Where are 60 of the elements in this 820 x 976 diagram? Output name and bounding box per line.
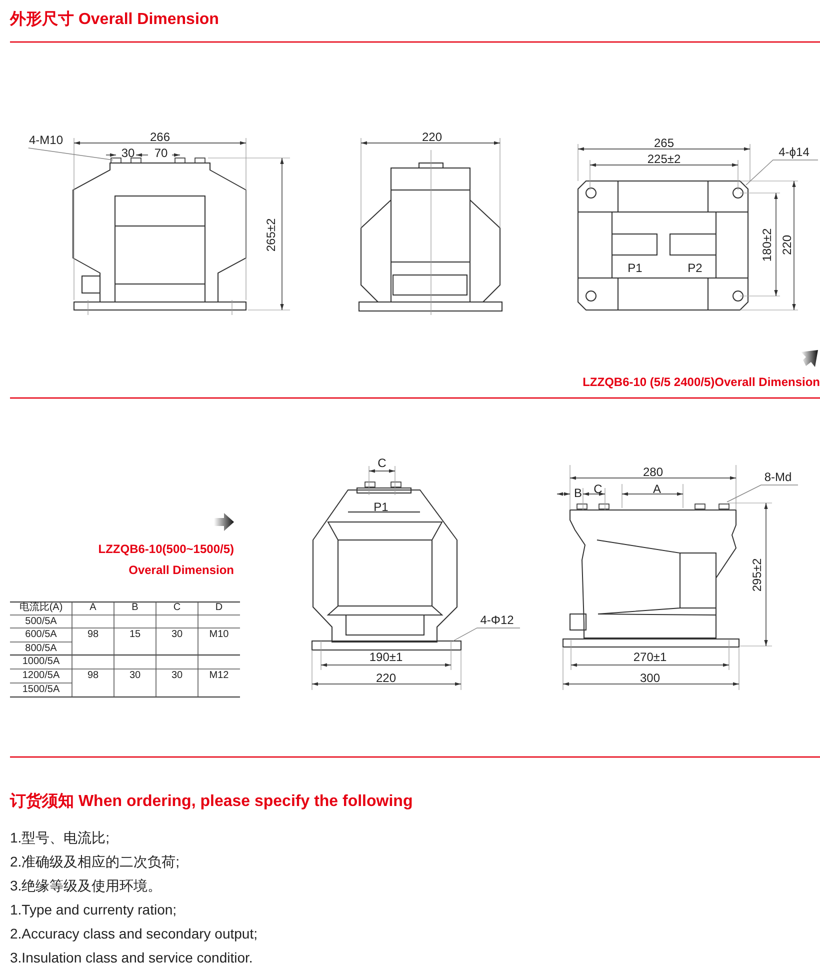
dimension-label: 270±1 [633,650,667,664]
note-text: 3.Insulation class and service conditior. [10,948,253,968]
callout-label: 4-ϕ14 [770,145,818,160]
table-cell: 1000/5A [22,656,60,668]
dimension-label: 300 [640,671,660,685]
dimension-label: C [594,482,602,496]
table-cell: 600/5A [25,629,57,641]
table-cell: B [132,602,138,614]
dimension-label: 220 [780,234,794,256]
section-heading: 订货须知 When ordering, please specify the following [10,792,413,812]
note-text: 1.Type and currenty ration; [10,900,177,920]
note-text: 3.绝缘等级及使用环境。 [10,876,162,896]
table-cell: D [215,602,223,614]
dimension-label: 180±2 [760,228,774,262]
dimension-label: 220 [376,671,396,685]
dimension-label: 295±2 [750,558,764,592]
table-cell: 电流比(A) [19,602,63,614]
dimension-label: B [574,486,582,500]
table-cell: M12 [209,670,229,682]
table-cell: 30 [171,670,183,682]
note-text: 2.准确级及相应的二次负荷; [10,852,180,872]
terminal-label: P1 [628,261,642,275]
table-cell: A [90,602,96,614]
table-cell: 1200/5A [22,670,60,682]
dimension-label: 280 [642,465,664,479]
leader-line [726,484,798,502]
dimension-label: 266 [150,130,170,144]
dimension-label: 225±2 [647,152,681,166]
dimension-label: 265±2 [264,218,278,252]
section-caption: LZZQB6-10(500~1500/5) [98,541,234,558]
table-cell: M10 [209,629,229,641]
dimension-label: 30 [121,146,135,160]
terminal-label: P1 [374,500,388,514]
table-cell: 98 [87,670,99,682]
terminal-label: P2 [688,261,702,275]
section-caption: LZZQB6-10 (5/5 2400/5)Overall Dimension [582,374,820,391]
dimension-label: C [378,456,386,470]
dimension-label: 220 [422,130,442,144]
page-heading: 外形尺寸 Overall Dimension [10,10,219,30]
leader-line [746,160,818,186]
section-caption: Overall Dimension [128,562,234,579]
note-text: 2.Accuracy class and secondary output; [10,924,258,944]
table-cell: 1500/5A [22,684,60,696]
callout-label: 8-Md [758,470,798,485]
table-cell: 30 [129,670,141,682]
table-cell: 800/5A [25,642,57,654]
table-cell: 98 [87,629,99,641]
leader-line [28,148,114,160]
dimension-label: 70 [154,146,168,160]
dimension-label: A [653,482,661,496]
callout-label: 4-Φ12 [474,613,520,628]
dimension-label: 265 [654,136,674,150]
callout-label: 4-M10 [24,133,68,148]
table-cell: 500/5A [25,616,57,628]
dimension-label: 190±1 [369,650,403,664]
table-cell: C [173,602,181,614]
table-cell: 30 [171,629,183,641]
note-text: 1.型号、电流比; [10,828,110,848]
table-cell: 15 [129,629,141,641]
leader-line [452,628,520,642]
